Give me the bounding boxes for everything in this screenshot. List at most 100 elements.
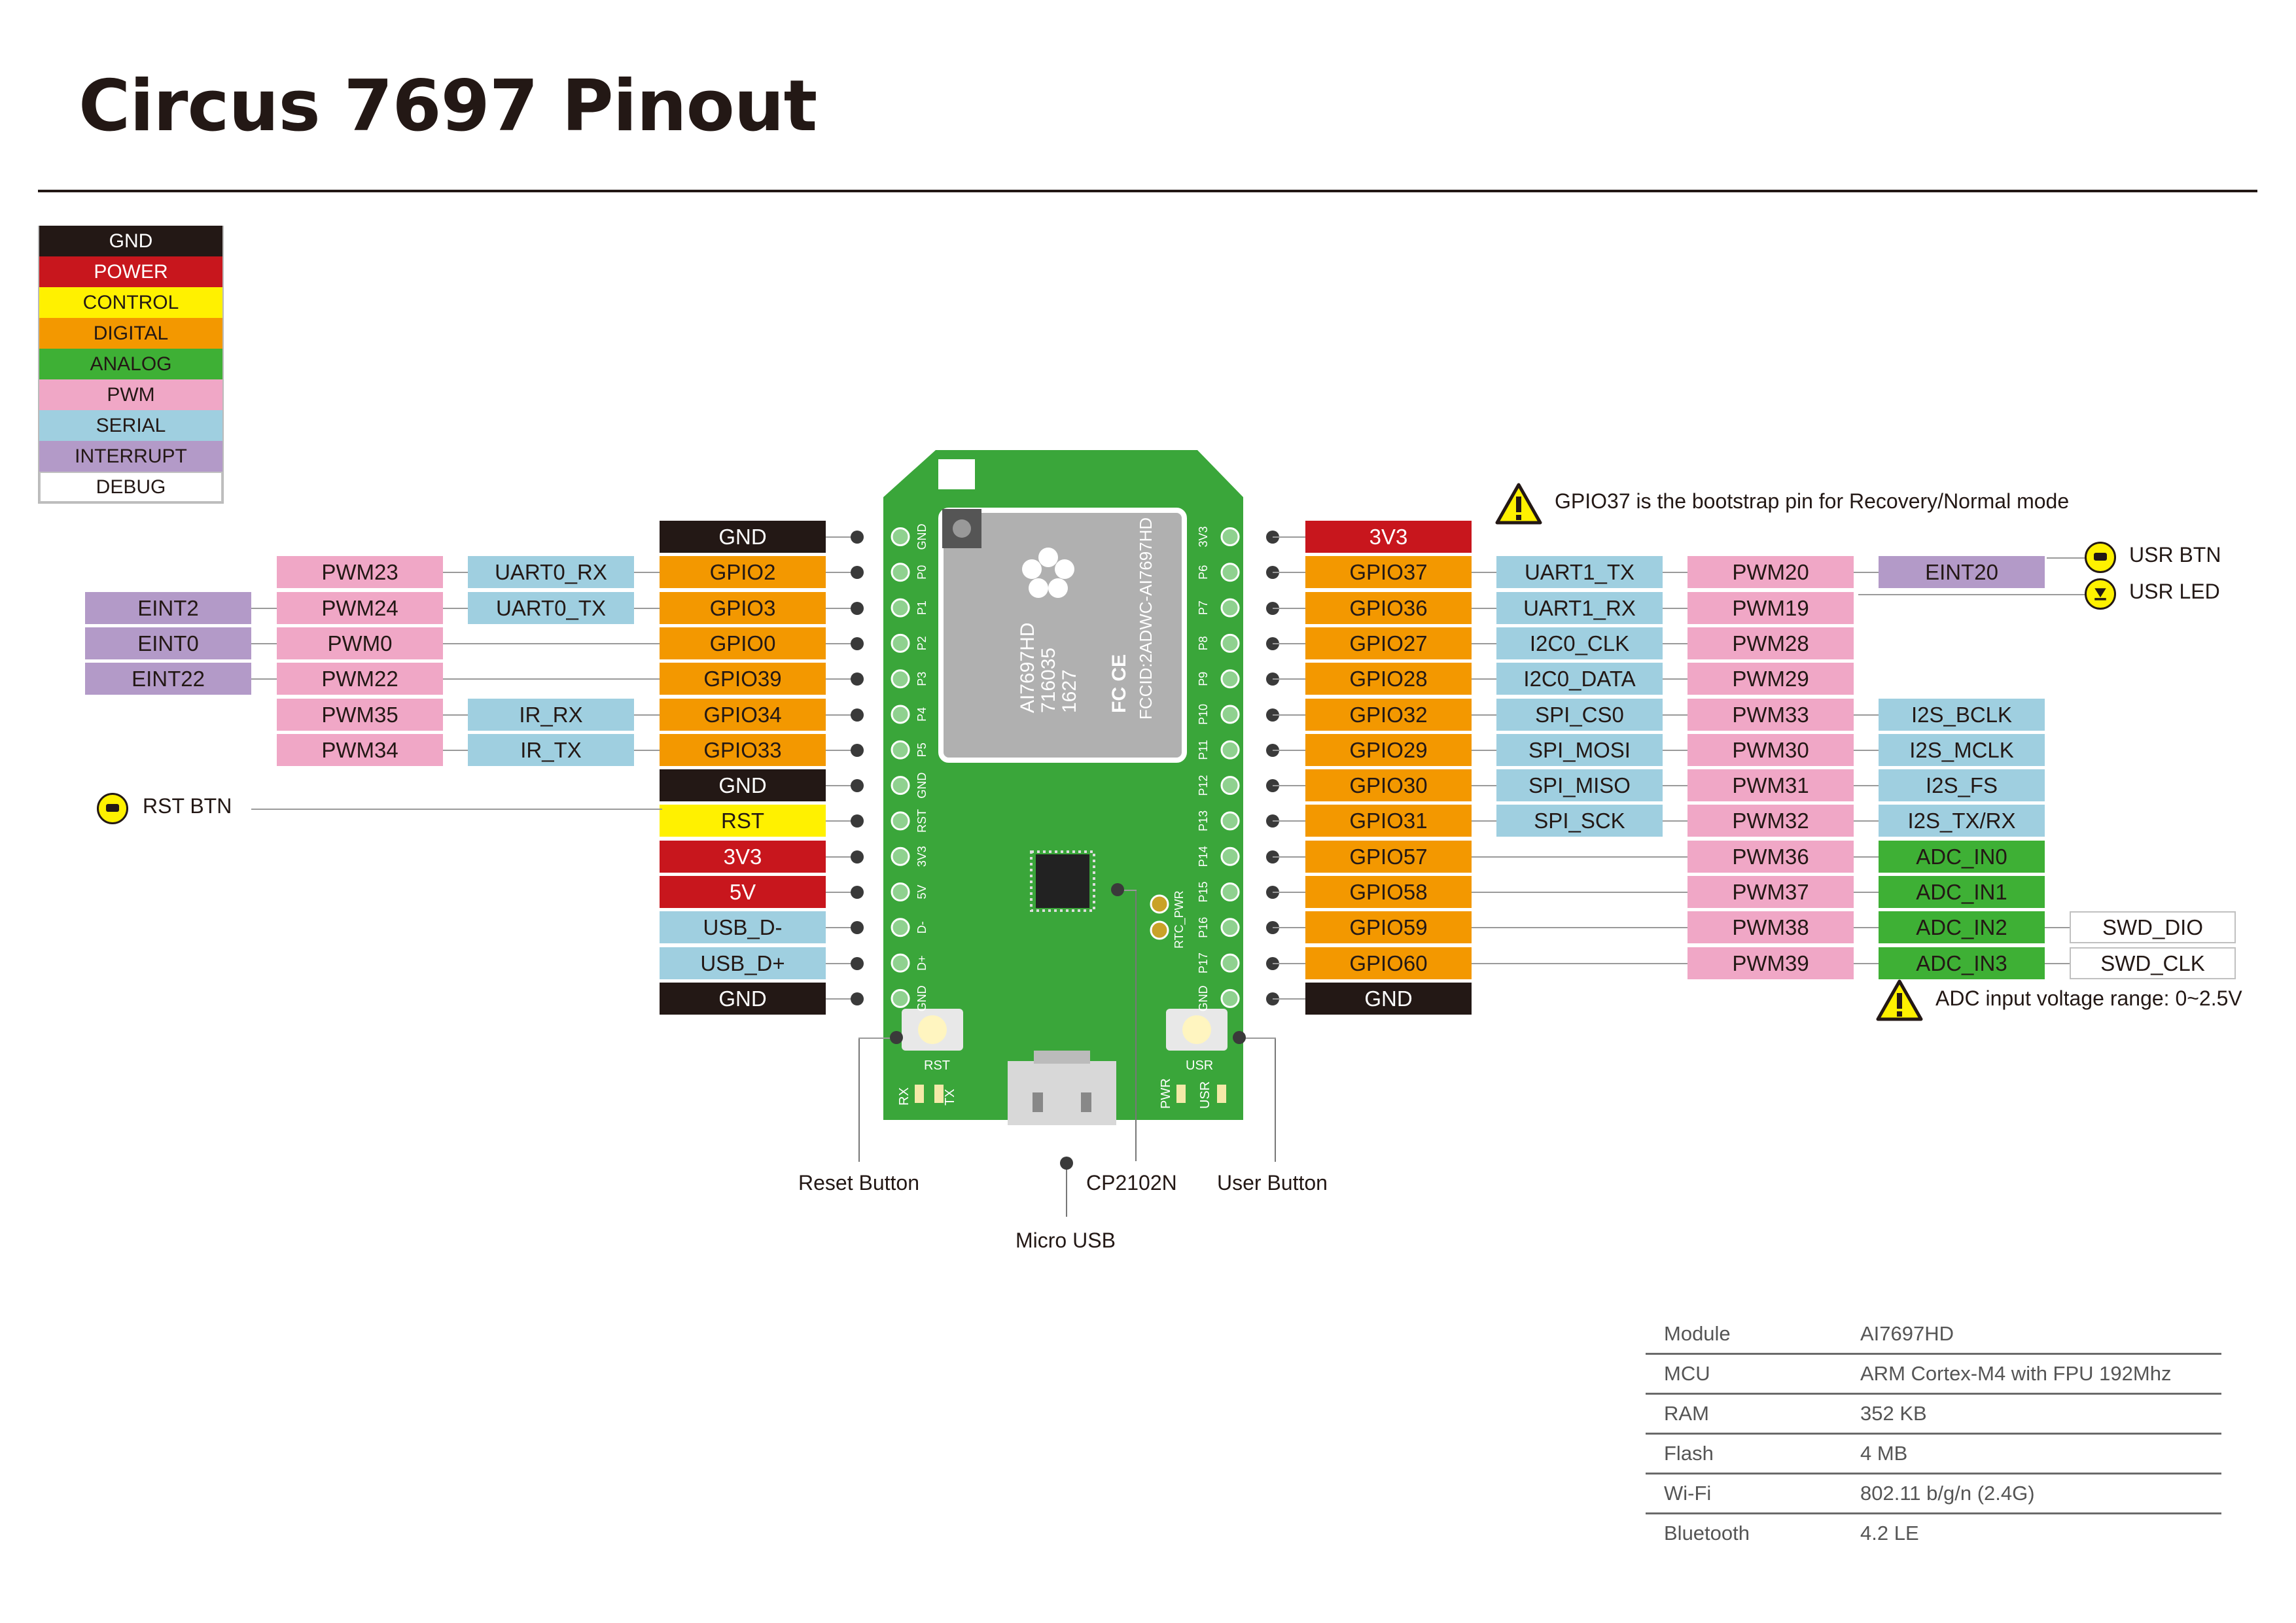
pin-silk: GND: [915, 985, 928, 1011]
pin-hole: [1220, 846, 1240, 866]
pin-line: [2045, 926, 2070, 928]
spec-key: Bluetooth: [1664, 1522, 1750, 1544]
pin-dot: [851, 637, 864, 650]
usr-led-silk: USR: [1198, 1081, 1212, 1109]
page-title: Circus 7697 Pinout: [79, 65, 817, 147]
pin-silk: GND: [915, 524, 928, 550]
pin-line: [443, 642, 660, 644]
pin-line: [1273, 962, 1305, 964]
pin-hole: [891, 633, 910, 653]
module-text-1: AI7697HD: [1017, 623, 1038, 713]
pin-line: [251, 678, 277, 680]
pin-label: GPIO57: [1305, 841, 1472, 873]
pin-line: [1854, 714, 1879, 716]
pin-silk: P12: [1197, 775, 1210, 796]
callout-dot: [1233, 1031, 1246, 1044]
pin-line: [826, 926, 862, 928]
pin-line: [826, 607, 862, 609]
pin-hole: [891, 953, 910, 973]
spec-value: 352 KB: [1860, 1402, 1927, 1425]
pin-silk: P2: [915, 636, 928, 650]
rtc-pad: [1150, 894, 1169, 914]
pin-silk: P5: [915, 742, 928, 757]
pin-silk: P7: [1197, 601, 1210, 615]
pin-line: [1854, 926, 1879, 928]
pin-silk: RST: [915, 809, 928, 833]
pin-line: [251, 642, 277, 644]
pin-dot: [851, 814, 864, 828]
spec-value: AI7697HD: [1860, 1322, 1954, 1345]
pin-line: [1854, 891, 1879, 893]
spec-key: MCU: [1664, 1362, 1710, 1385]
pin-line: [1273, 642, 1305, 644]
pin-label: GPIO59: [1305, 911, 1472, 943]
pin-hole: [1220, 811, 1240, 831]
serial-label: I2C0_CLK: [1496, 627, 1663, 659]
usr-button-graphic: [1166, 1009, 1227, 1051]
cp2102n-callout: CP2102N: [1086, 1171, 1177, 1195]
pin-line: [443, 749, 468, 751]
pin-dot: [851, 992, 864, 1005]
pin-label: GND: [660, 521, 826, 553]
pin-hole: [1220, 988, 1240, 1008]
pin-label: GPIO36: [1305, 592, 1472, 624]
pin-line: [2045, 962, 2070, 964]
pin-hole: [1220, 953, 1240, 973]
pin-hole: [891, 705, 910, 724]
pin-line: [1273, 784, 1305, 786]
pin-hole: [1220, 882, 1240, 901]
pin-line: [826, 856, 862, 858]
legend-item: ANALOG: [38, 349, 224, 379]
pin-silk: P9: [1197, 672, 1210, 686]
pin-line: [1854, 856, 1879, 858]
fcc-text: FCCID:2ADWC-AI7697HD: [1136, 517, 1156, 720]
pin-line: [826, 891, 862, 893]
usr-btn-label: USR BTN: [2129, 543, 2221, 567]
button-icon: [97, 793, 128, 824]
rst-btn-label: RST BTN: [143, 794, 232, 818]
usr-silk: USR: [1186, 1058, 1213, 1073]
micro-usb-callout: Micro USB: [1016, 1229, 1116, 1252]
pwm-label: PWM37: [1687, 876, 1854, 908]
pwr-silk: PWR: [1159, 1078, 1173, 1109]
user-callout-line: [1275, 1038, 1276, 1162]
user-callout-line: [1241, 1038, 1276, 1039]
pin-dot: [851, 885, 864, 899]
spec-key: Flash: [1664, 1442, 1714, 1465]
pwm-label: PWM39: [1687, 947, 1854, 979]
pin-line: [1273, 998, 1305, 1000]
pin-line: [826, 642, 862, 644]
pin-line: [634, 607, 660, 609]
pin-dot: [851, 530, 864, 544]
board-diagram: AI7697HD 716035 1627 FC CE FCCID:2ADWC-A…: [883, 450, 1243, 1125]
reset-callout-line: [858, 1038, 898, 1039]
pin-dot: [851, 601, 864, 615]
pwm-label: PWM34: [277, 734, 443, 766]
cp2102n-chip: [1030, 850, 1095, 912]
serial-label: I2S_FS: [1879, 769, 2045, 801]
pin-label: GPIO33: [660, 734, 826, 766]
pin-line: [634, 714, 660, 716]
pin-hole: [1220, 598, 1240, 618]
pin-line: [826, 749, 862, 751]
pin-line: [826, 714, 862, 716]
pin-silk: P8: [1197, 636, 1210, 650]
pin-line: [1472, 926, 1687, 928]
pin-hole: [1220, 705, 1240, 724]
pin-hole: [891, 527, 910, 546]
pwm-label: PWM31: [1687, 769, 1854, 801]
pin-holes: GNDP0P1P2P3P4P5GNDRST3V35VD-D+GND3V3P6P7…: [891, 524, 1240, 1011]
pin-silk: P1: [915, 601, 928, 615]
pwm-label: PWM33: [1687, 699, 1854, 731]
pin-label: GND: [1305, 983, 1472, 1015]
pin-label: USB_D+: [660, 947, 826, 979]
pin-hole: [1220, 527, 1240, 546]
pin-silk: P3: [915, 672, 928, 686]
serial-label: SPI_SCK: [1496, 805, 1663, 837]
pin-hole: [891, 811, 910, 831]
pin-dot: [851, 920, 864, 934]
pin-silk: GND: [1197, 985, 1210, 1011]
